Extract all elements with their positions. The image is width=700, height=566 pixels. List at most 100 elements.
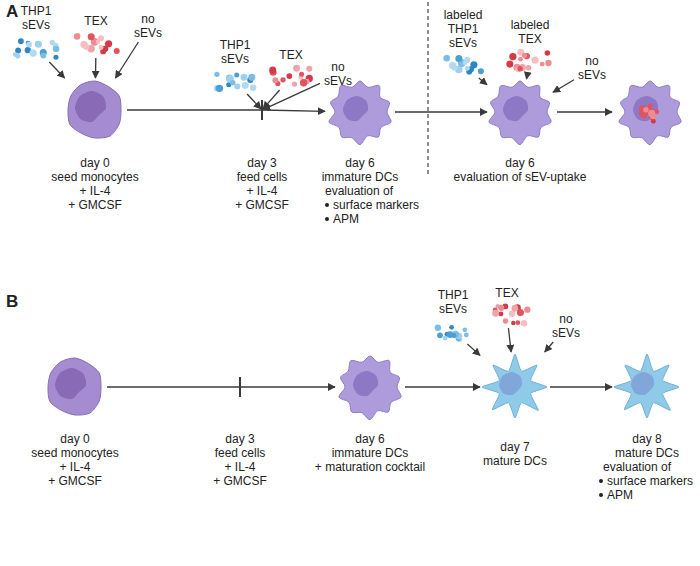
sev-dot xyxy=(524,307,530,313)
node-shape xyxy=(10,34,62,62)
node-label: + maturation cocktail xyxy=(315,460,425,474)
node-text-block: labeled TEX xyxy=(506,18,554,46)
sev-dot xyxy=(517,309,524,316)
sev-dot xyxy=(540,62,545,67)
sev-dot xyxy=(449,62,456,69)
immature-dc-cell: day 6immature DCsevaluation ofsurface ma… xyxy=(325,77,395,147)
sev-dot xyxy=(99,45,104,50)
sev-dot xyxy=(464,333,469,338)
node-shape xyxy=(335,352,405,422)
text-row: + GMCSF xyxy=(190,474,290,488)
text-row: + IL-4 xyxy=(20,460,130,474)
node-label: labeled THP1 sEVs xyxy=(444,8,483,50)
sev-dot xyxy=(248,74,255,81)
monocyte-cell: day 0seed monocytes+ IL-4+ GMCSF xyxy=(63,78,127,142)
node-label: THP1 sEVs xyxy=(21,4,52,32)
text-row: no sEVs xyxy=(320,60,356,88)
node-shape xyxy=(430,318,476,344)
node-label: + GMCSF xyxy=(235,198,289,212)
text-row: THP1 sEVs xyxy=(16,4,56,32)
flow-arrow xyxy=(405,386,480,387)
sev-dot xyxy=(522,53,527,58)
text-row: evaluation of xyxy=(295,184,425,198)
text-row: + IL-4 xyxy=(190,460,290,474)
monocyte-cell: day 0seed monocytes+ IL-4+ GMCSF xyxy=(43,355,107,419)
node-text-block: no sEVs xyxy=(548,312,584,340)
bullet-dot xyxy=(325,203,329,207)
node-label: + GMCSF xyxy=(68,198,122,212)
sev-dot xyxy=(641,112,648,119)
cell-body xyxy=(489,81,551,145)
mature-dc-cell: day 8mature DCsevaluation ofsurface mark… xyxy=(612,352,682,422)
sev-dot xyxy=(241,74,248,81)
flow-arrow xyxy=(526,74,528,79)
cell-body xyxy=(339,356,401,420)
text-row: no sEVs xyxy=(130,12,166,40)
sev-dot xyxy=(272,77,278,83)
sev-dot xyxy=(531,56,538,63)
cell-body xyxy=(619,81,681,145)
sev-dot xyxy=(478,68,484,74)
text-row: feed cells xyxy=(190,446,290,460)
node-label: day 0 xyxy=(80,156,109,170)
node-label: day 6 xyxy=(505,156,534,170)
sev-dot xyxy=(435,325,441,331)
sev-dot xyxy=(88,33,95,40)
sev-dot xyxy=(498,311,503,316)
node-text-block: no sEVs xyxy=(130,12,166,40)
sev-dot xyxy=(643,107,648,112)
sev-dot xyxy=(515,320,520,325)
node-shape xyxy=(487,79,553,145)
node-label: + IL-4 xyxy=(59,460,90,474)
flow-arrow xyxy=(553,80,574,93)
text-row: mature DCs xyxy=(465,454,565,468)
text-row: seed monocytes xyxy=(40,170,150,184)
bullet-dot xyxy=(325,217,329,221)
sev-dot xyxy=(455,55,462,62)
node-text-block: labeled THP1 sEVs xyxy=(439,8,487,50)
flow-arrow xyxy=(95,58,97,78)
sev-dot xyxy=(292,82,297,87)
text-row: day 0 xyxy=(40,156,150,170)
sev-dot xyxy=(250,84,257,91)
node-shape xyxy=(612,352,682,422)
cell-nucleus xyxy=(633,96,658,121)
sev-cluster: TEX xyxy=(70,30,122,58)
sev-dot xyxy=(13,52,18,57)
flow-arrow xyxy=(127,109,261,110)
sev-dot xyxy=(105,40,112,47)
node-label: TEX xyxy=(84,14,107,28)
sev-cluster: labeled TEX xyxy=(505,48,555,74)
node-label: mature DCs xyxy=(615,446,679,460)
sev-dot xyxy=(293,65,300,72)
bullet-dot xyxy=(599,479,603,483)
node-label: + IL-4 xyxy=(224,460,255,474)
text-row: + IL-4 xyxy=(40,184,150,198)
text-row: labeled TEX xyxy=(506,18,554,46)
sev-dot xyxy=(214,72,219,77)
sev-dot xyxy=(521,320,527,326)
sev-dot xyxy=(230,80,236,86)
sev-dot xyxy=(53,46,59,52)
sev-dot xyxy=(498,305,504,311)
cell-nucleus xyxy=(631,372,654,395)
text-row: surface markers xyxy=(597,474,697,488)
node-text-block: THP1 sEVs xyxy=(215,38,255,66)
node-label: THP1 sEVs xyxy=(220,38,251,66)
sev-dot xyxy=(451,333,456,338)
node-label: feed cells xyxy=(237,170,288,184)
text-row: no sEVs xyxy=(548,312,584,340)
sev-dot xyxy=(114,48,120,54)
sev-dot xyxy=(216,85,223,92)
node-text-block: day 0seed monocytes+ IL-4+ GMCSF xyxy=(20,432,130,488)
text-row: day 0 xyxy=(20,432,130,446)
sev-cluster: THP1 sEVs xyxy=(212,68,258,94)
node-shape xyxy=(70,30,122,58)
cell-nucleus xyxy=(353,371,378,396)
sev-dot xyxy=(234,73,239,78)
cell-nucleus xyxy=(343,96,368,121)
cell-nucleus xyxy=(55,368,86,399)
sev-dot xyxy=(18,38,24,44)
text-row: surface markers xyxy=(295,198,425,212)
node-label: no sEVs xyxy=(552,312,580,340)
